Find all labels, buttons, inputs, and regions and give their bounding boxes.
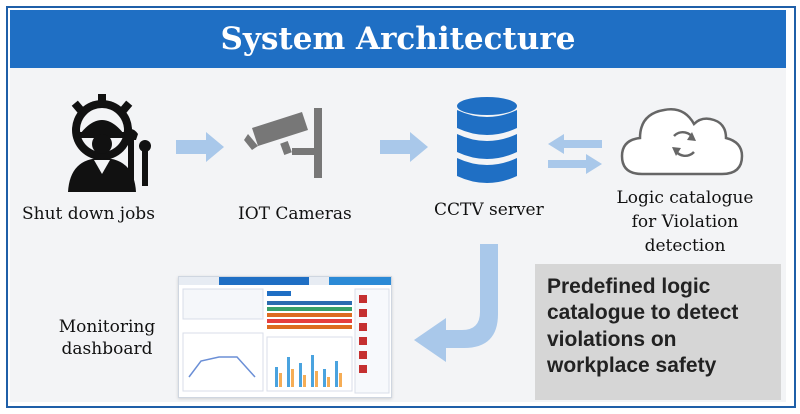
- logic-line-3: detection: [644, 236, 726, 256]
- monitoring-line-2: dashboard: [61, 339, 153, 359]
- title-text: System Architecture: [220, 21, 576, 57]
- worker-gear-icon: [68, 94, 151, 192]
- monitoring-label: Monitoring dashboard: [52, 316, 162, 360]
- curved-flow-arrow: [414, 244, 498, 362]
- cameras-label: IOT Cameras: [238, 204, 352, 224]
- logic-line-2: for Violation: [631, 212, 739, 232]
- predefined-logic-note: Predefined logic catalogue to detect vio…: [535, 264, 781, 400]
- dashboard-thumbnail: [178, 276, 392, 398]
- logic-catalogue-label: Logic catalogue for Violation detection: [600, 186, 770, 258]
- bidirectional-arrows: [548, 134, 602, 174]
- note-line-3: violations on: [547, 327, 677, 351]
- dashboard-preview-image: [179, 277, 391, 394]
- note-line-1: Predefined logic: [547, 275, 711, 298]
- flow-arrow-1: [176, 132, 224, 162]
- diagram-title: System Architecture: [10, 10, 786, 68]
- camera-icon: [244, 108, 322, 178]
- note-line-2: catalogue to detect: [547, 301, 739, 325]
- cloud-sync-icon: [620, 108, 744, 176]
- monitoring-line-1: Monitoring: [58, 317, 156, 337]
- cctv-label: CCTV server: [434, 200, 544, 220]
- logic-line-1: Logic catalogue: [616, 188, 754, 208]
- note-line-4: workplace safety: [547, 353, 717, 377]
- shutdown-label: Shut down jobs: [22, 204, 155, 224]
- database-icon: [457, 97, 517, 183]
- flow-arrow-2: [380, 132, 428, 162]
